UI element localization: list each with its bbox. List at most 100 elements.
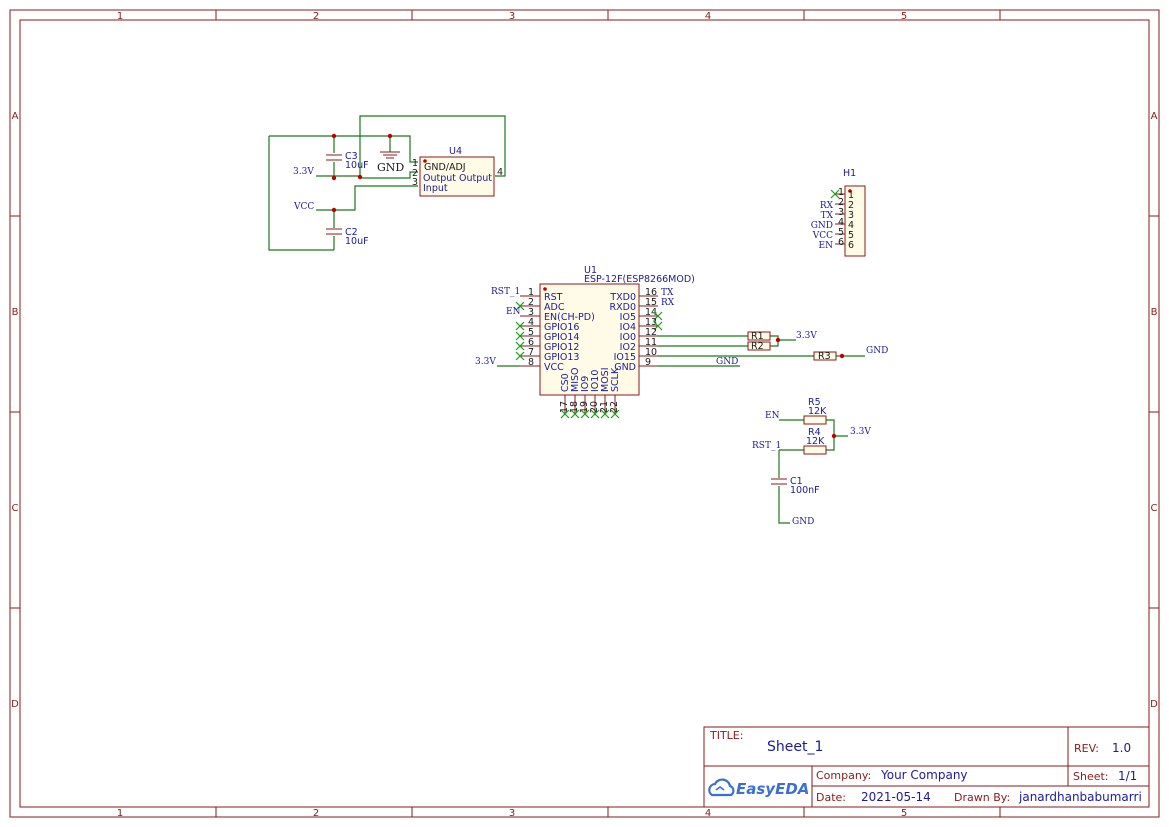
u1-left-pin-name: VCC xyxy=(544,362,564,373)
resistor-r2[interactable]: R2 xyxy=(747,341,771,352)
rev-value: 1.0 xyxy=(1112,741,1131,755)
sheet-value: 1/1 xyxy=(1118,769,1137,783)
u1-left-pin-name: RST xyxy=(544,292,563,303)
u1-bottom-pin-name: MOSI xyxy=(600,367,611,392)
zone-col-4: 4 xyxy=(705,11,711,22)
capacitor-c2[interactable]: C2 10uF xyxy=(326,227,369,247)
cloud-icon xyxy=(708,778,735,797)
company-value: Your Company xyxy=(880,768,968,782)
u4-ref: U4 xyxy=(449,146,462,157)
zone-col-4-bottom: 4 xyxy=(705,808,711,819)
zone-col-1: 1 xyxy=(117,11,123,22)
title-label: TITLE: xyxy=(709,729,743,742)
u1-bottom-pin-name: IO10 xyxy=(590,370,601,392)
u1-left-pin-num: 5 xyxy=(528,327,534,338)
r4-ref: R4 xyxy=(808,427,821,438)
zone-row-c-right: C xyxy=(1151,503,1158,514)
u1-left-pin-num: 2 xyxy=(528,297,534,308)
u1-left-pin-name: GPIO14 xyxy=(544,332,579,343)
ground-symbol: GND xyxy=(377,151,404,174)
capacitor-c3[interactable]: C3 10uF xyxy=(326,151,369,171)
u1-left-pin-name: GPIO16 xyxy=(544,322,579,333)
u4-pin3-num: 3 xyxy=(412,177,418,188)
u1-right-pin-name: IO0 xyxy=(620,332,636,343)
h1-pin-net: EN xyxy=(819,241,834,251)
date-label: Date: xyxy=(816,791,846,804)
regulator-u4[interactable]: U4 1 2 3 4 GND/ADJ Output Output Input xyxy=(412,146,503,197)
u1-bottom-pin-num: 20 xyxy=(589,401,600,413)
net-vcc-regulator: VCC xyxy=(293,202,314,212)
resistor-r3[interactable]: R3 xyxy=(813,351,837,362)
resistor-r4[interactable]: R4 12K xyxy=(803,427,827,455)
u4-pin2-name: Output Output xyxy=(423,173,492,184)
resistor-r1[interactable]: R1 xyxy=(747,331,771,342)
net-3v3-regulator: 3.3V xyxy=(293,167,314,177)
net-rst-u1: RST_1 xyxy=(491,287,520,297)
h1-pin-net: RX xyxy=(820,201,834,211)
resistor-r5[interactable]: R5 12K xyxy=(803,397,827,425)
title-block: TITLE: Sheet_1 REV: 1.0 Company: Your Co… xyxy=(703,726,1150,808)
net-en-u1: EN xyxy=(506,307,521,317)
u1-bottom-pin-name: CS0 xyxy=(560,373,571,392)
u1-right-pin-num: 14 xyxy=(645,307,657,318)
h1-pin-num-outer: 1 xyxy=(838,187,844,198)
u1-right-pin-num: 13 xyxy=(645,317,657,328)
u1-left-pin-num: 6 xyxy=(528,337,534,348)
h1-pin-net: TX xyxy=(821,211,834,221)
c2-value: 10uF xyxy=(345,236,369,247)
sheet-label: Sheet: xyxy=(1073,770,1109,783)
drawn-by-label: Drawn By: xyxy=(954,791,1010,804)
u1-right-pin-name: IO5 xyxy=(620,312,636,323)
h1-pin-num-inner: 4 xyxy=(848,220,854,231)
u1-right-pin-num: 10 xyxy=(645,347,657,358)
c3-ref: C3 xyxy=(345,151,358,162)
u1-left-pin-num: 1 xyxy=(528,287,534,298)
u1-right-pin-name: RXD0 xyxy=(610,302,636,313)
u1-left-pin-num: 8 xyxy=(528,357,534,368)
company-label: Company: xyxy=(816,769,871,782)
date-value: 2021-05-14 xyxy=(861,790,931,804)
rev-label: REV: xyxy=(1074,742,1099,755)
u1-left-pin-name: GPIO12 xyxy=(544,342,579,353)
u1-bottom-pin-name: IO9 xyxy=(580,376,591,392)
reset-section: R5 12K R4 12K C1 100nF EN 3.3V RST_1 GND xyxy=(752,397,871,527)
u4-pin1-num: 1 xyxy=(412,158,418,169)
capacitor-c1[interactable]: C1 100nF xyxy=(771,476,820,496)
zone-col-3-bottom: 3 xyxy=(509,808,515,819)
sheet-frame: 1 2 3 4 5 1 2 3 4 5 A B C D A B C D xyxy=(9,9,1160,819)
h1-pin-net: GND xyxy=(811,221,833,231)
h1-pin-num-inner: 2 xyxy=(848,200,854,211)
u1-bottom-pin-num: 21 xyxy=(599,401,610,413)
u1-left-pin-num: 7 xyxy=(528,347,534,358)
net-gnd-r3: GND xyxy=(866,346,888,356)
u1-part: ESP-12F(ESP8266MOD) xyxy=(584,274,695,285)
h1-pin-num-inner: 5 xyxy=(848,230,854,241)
h1-pin-num-outer: 3 xyxy=(838,207,844,218)
u1-right-pin-num: 15 xyxy=(645,297,657,308)
u1-ref: U1 xyxy=(584,265,597,276)
u1-right-pin-num: 16 xyxy=(645,287,657,298)
u1-right-pin-name: GND xyxy=(614,362,636,373)
h1-ref: H1 xyxy=(843,168,856,179)
net-3v3-u1: 3.3V xyxy=(475,357,496,367)
zone-row-a-right: A xyxy=(1151,111,1158,122)
r2-ref: R2 xyxy=(751,341,764,352)
h1-pin-num-outer: 5 xyxy=(838,227,844,238)
h1-pin-num-outer: 2 xyxy=(838,197,844,208)
h1-pin-num-inner: 6 xyxy=(848,240,854,251)
zone-col-3: 3 xyxy=(509,11,515,22)
u1-left-pin-num: 3 xyxy=(528,307,534,318)
u4-pin3-name: Input xyxy=(423,183,448,194)
zone-col-5: 5 xyxy=(901,11,907,22)
u1-right-pin-num: 12 xyxy=(645,327,657,338)
title-value: Sheet_1 xyxy=(767,739,823,755)
u1-bottom-pin-name: MISO xyxy=(570,367,581,392)
c3-value: 10uF xyxy=(345,160,369,171)
zone-row-c: C xyxy=(12,503,19,514)
zone-row-d: D xyxy=(11,699,19,710)
net-gnd-c1: GND xyxy=(792,517,814,527)
u1-right-pin-name: TXD0 xyxy=(609,292,636,303)
zone-col-5-bottom: 5 xyxy=(901,808,907,819)
